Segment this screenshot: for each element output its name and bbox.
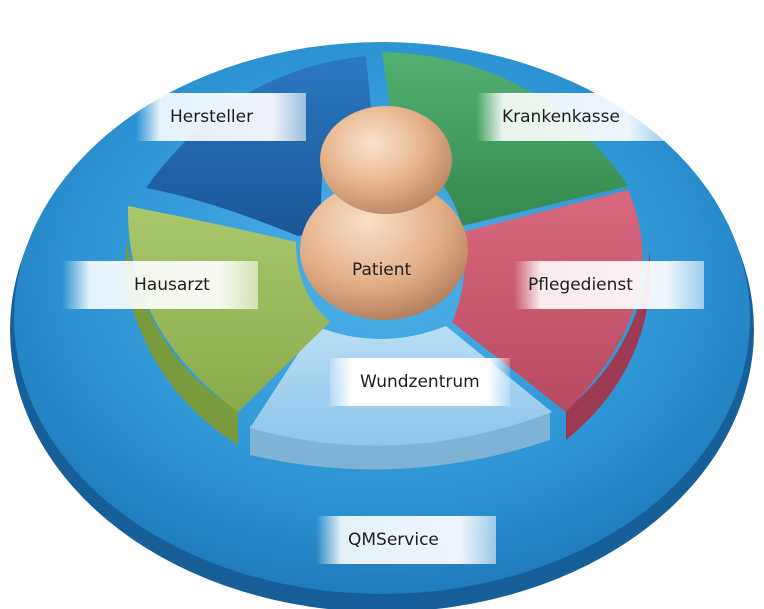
label-krankenkasse: Krankenkasse: [476, 93, 666, 141]
label-pflegedienst: Pflegedienst: [514, 261, 704, 309]
segment-pflegedienst-side: [566, 250, 650, 440]
label-hersteller: Hersteller: [136, 93, 306, 141]
patient-figure-body: [300, 180, 468, 320]
label-hausarzt: Hausarzt: [62, 261, 258, 309]
segment-hausarzt: [127, 206, 331, 412]
label-patient: Patient: [352, 260, 412, 280]
label-qmservice: QMService: [316, 516, 496, 564]
label-wundzentrum: Wundzentrum: [330, 358, 510, 406]
patient-figure-head: [320, 106, 452, 214]
segment-hausarzt-side: [126, 240, 238, 445]
segment-hersteller: [146, 56, 372, 236]
